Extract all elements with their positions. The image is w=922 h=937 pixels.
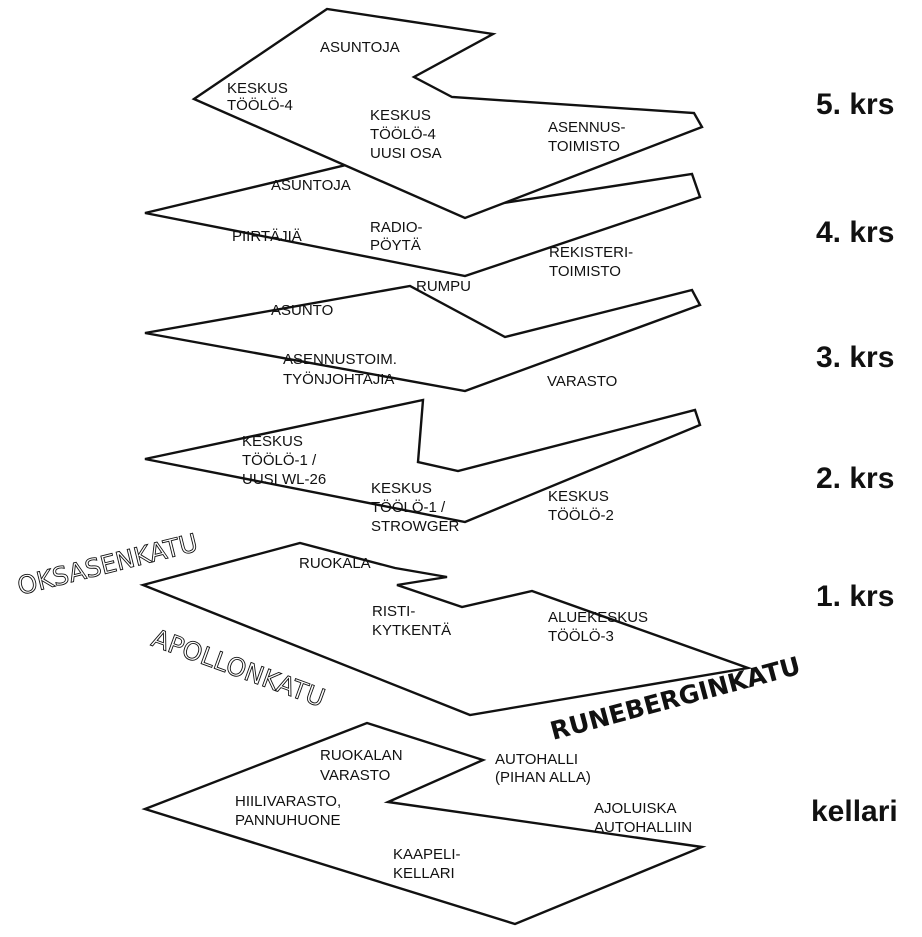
- floor-outline-kellari: [141, 721, 707, 926]
- room-label: RUOKALAN VARASTO: [320, 747, 407, 784]
- room-label: KESKUS TÖÖLÖ-1 / UUSI WL-26: [242, 433, 326, 488]
- room-label: KAAPELI- KELLARI: [393, 846, 465, 882]
- floor-label-5-krs: 5. krs: [816, 88, 894, 121]
- room-label: REKISTERI- TOIMISTO: [549, 244, 637, 280]
- floor-label-1-krs: 1. krs: [816, 580, 894, 613]
- room-label: RADIO- PÖYTÄ: [370, 219, 427, 254]
- floor-label-3-krs: 3. krs: [816, 341, 894, 374]
- room-label: ALUEKESKUS TÖÖLÖ-3: [548, 609, 652, 645]
- floor-outline-3-krs: [144, 284, 702, 393]
- floor-outline-5-krs: [191, 7, 704, 220]
- room-label: ASUNTOJA: [320, 39, 400, 56]
- room-label: RUMPU: [416, 278, 471, 295]
- floor-label-2-krs: 2. krs: [816, 462, 894, 495]
- floor-label-kellari: kellari: [811, 795, 898, 828]
- floor-outline-1-krs: [139, 541, 753, 717]
- room-label: RISTI- KYTKENTÄ: [372, 603, 451, 639]
- room-label: KESKUS TÖÖLÖ-2: [548, 488, 614, 524]
- room-label: VARASTO: [547, 373, 617, 390]
- room-label: ASUNTO: [271, 302, 333, 319]
- room-label: AUTOHALLI (PIHAN ALLA): [495, 751, 591, 786]
- room-label: ASENNUS- TOIMISTO: [548, 119, 630, 155]
- room-label: KESKUS TÖÖLÖ-4 UUSI OSA: [370, 107, 442, 162]
- room-label: RUOKALA: [299, 555, 371, 572]
- floor-label-4-krs: 4. krs: [816, 216, 894, 249]
- room-label: KESKUS TÖÖLÖ-1 / STROWGER: [371, 480, 459, 535]
- room-label: PIIRTÄJIÄ: [232, 228, 302, 245]
- room-label: HIILIVARASTO, PANNUHUONE: [235, 793, 345, 829]
- room-label: KESKUS TÖÖLÖ-4: [227, 80, 293, 114]
- room-label: ASENNUSTOIM. TYÖNJOHTAJIA: [283, 351, 401, 388]
- room-label: AJOLUISKA AUTOHALLIIN: [594, 800, 692, 836]
- floor-outline-2-krs: [144, 398, 702, 524]
- room-label: ASUNTOJA: [271, 177, 351, 194]
